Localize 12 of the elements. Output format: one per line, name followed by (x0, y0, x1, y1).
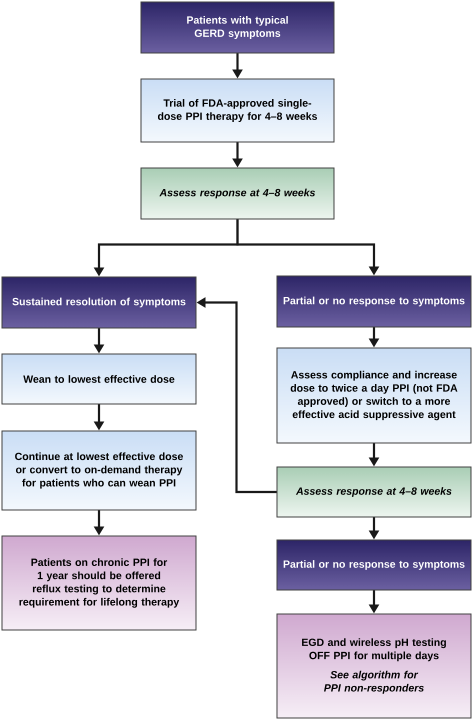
process-box: Assess compliance and increase dose to twice a day PPI (not FDA approved) or switch to a more effective acid suppressive agent (276, 348, 472, 444)
assessment-box: Assess response at 4–8 weeks (140, 168, 334, 220)
result-box: Patients with typical GERD symptoms (140, 2, 334, 54)
process-box: Wean to lowest effective dose (2, 354, 196, 404)
result-box: Partial or no response to symptoms (276, 540, 472, 590)
assessment-box: Assess response at 4–8 weeks (276, 466, 472, 518)
process-box: Continue at lowest effective dose or convert to on-demand therapy for patients who can wean PPI (2, 430, 196, 510)
result-box: Sustained resolution of symptoms (2, 276, 196, 328)
outcome-box: Patients on chronic PPI for 1 year should be offered reflux testing to determine requirement for lifelong therapy (2, 536, 196, 630)
process-box: Trial of FDA-approved single-dose PPI therapy for 4–8 weeks (140, 78, 334, 143)
outcome-box: EGD and wireless pH testing OFF PPI for multiple days See algorithm for PPI non-responders (276, 614, 472, 718)
result-box: Partial or no response to symptoms (276, 276, 472, 328)
